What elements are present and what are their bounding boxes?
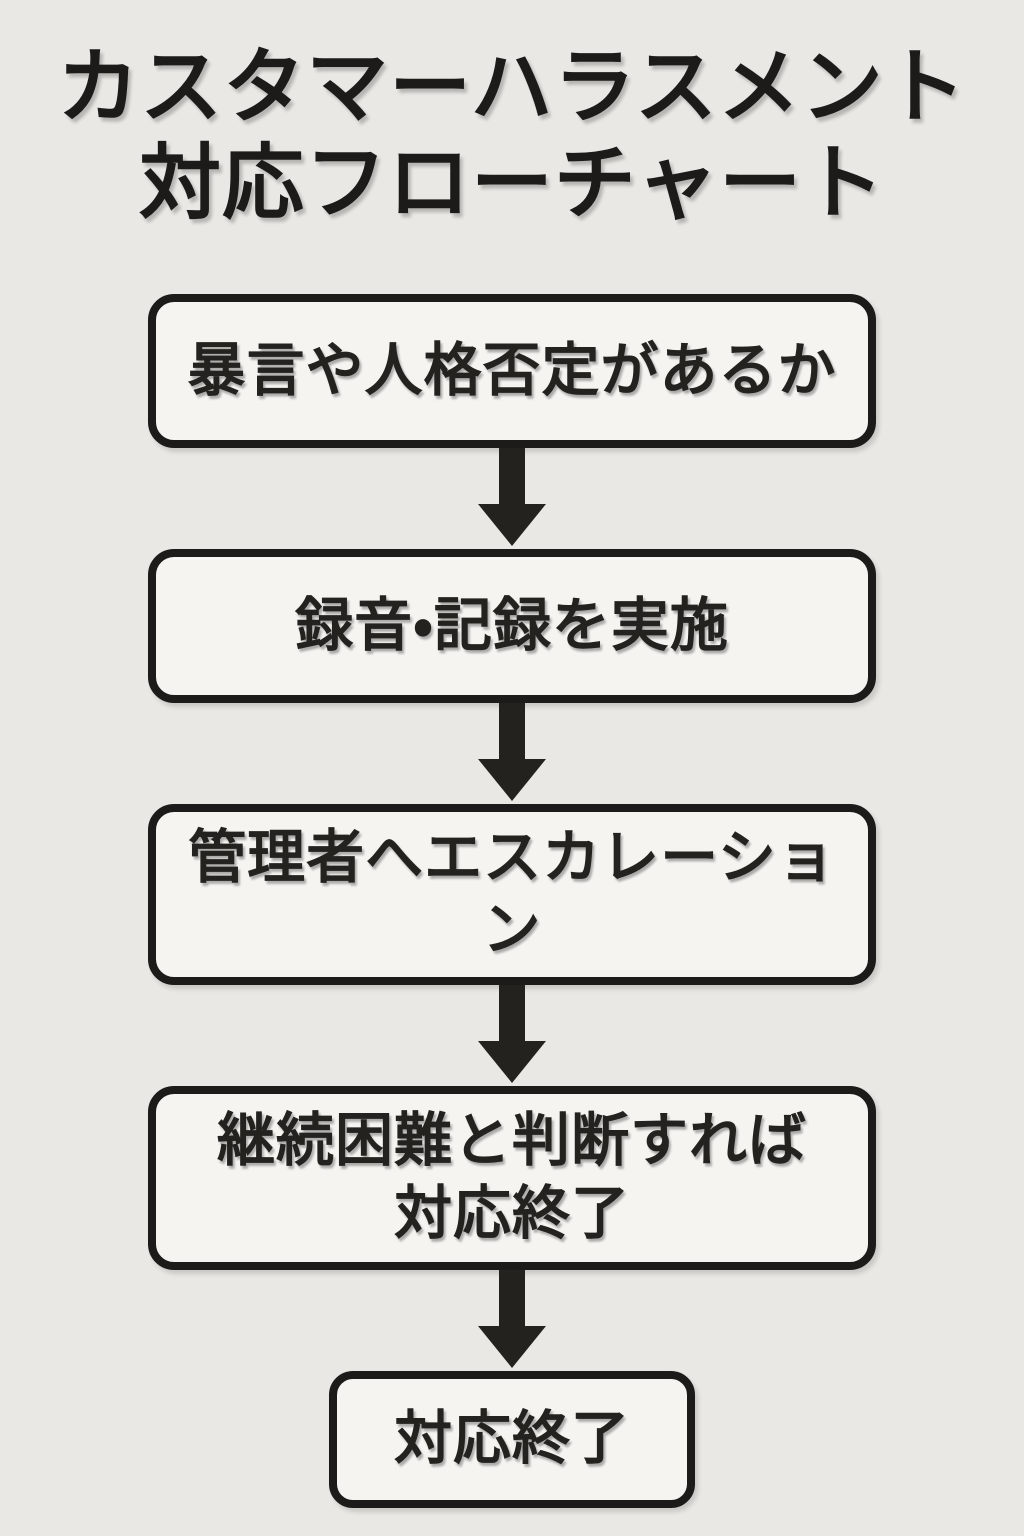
arrow-head	[478, 503, 546, 546]
down-arrow-icon	[478, 447, 546, 549]
arrow-shaft	[499, 447, 525, 504]
flow-step-end-response: 対応終了	[329, 1370, 695, 1508]
flow-step-record: 録音・記録を実施	[148, 548, 876, 703]
flow-step-label: 管理者へエスカレーション	[188, 824, 836, 963]
down-arrow-icon	[478, 984, 546, 1086]
flow-step-label: 暴言や人格否定があるか	[187, 337, 837, 403]
arrow-shaft	[499, 1269, 525, 1326]
flow-step-label: 対応終了	[393, 1406, 630, 1472]
flow-step-escalate-to-manager: 管理者へエスカレーション	[148, 803, 876, 985]
arrow-head	[478, 1040, 546, 1083]
page-title: カスタマーハラスメント 対応フローチャート	[57, 42, 967, 229]
down-arrow-icon	[478, 702, 546, 804]
flowchart: 暴言や人格否定があるか 録音・記録を実施 管理者へエスカレーション 継続困難と判…	[148, 293, 876, 1508]
flow-step-label: 録音・記録を実施	[295, 592, 729, 658]
arrow-head	[478, 1325, 546, 1368]
arrow-shaft	[499, 984, 525, 1041]
flow-step-verbal-abuse-check: 暴言や人格否定があるか	[148, 293, 876, 448]
flow-step-judge-end-response: 継続困難と判断すれば 対応終了	[148, 1085, 876, 1270]
arrow-shaft	[499, 702, 525, 759]
arrow-head	[478, 758, 546, 801]
down-arrow-icon	[478, 1269, 546, 1371]
flow-step-label: 継続困難と判断すれば 対応終了	[216, 1108, 807, 1246]
